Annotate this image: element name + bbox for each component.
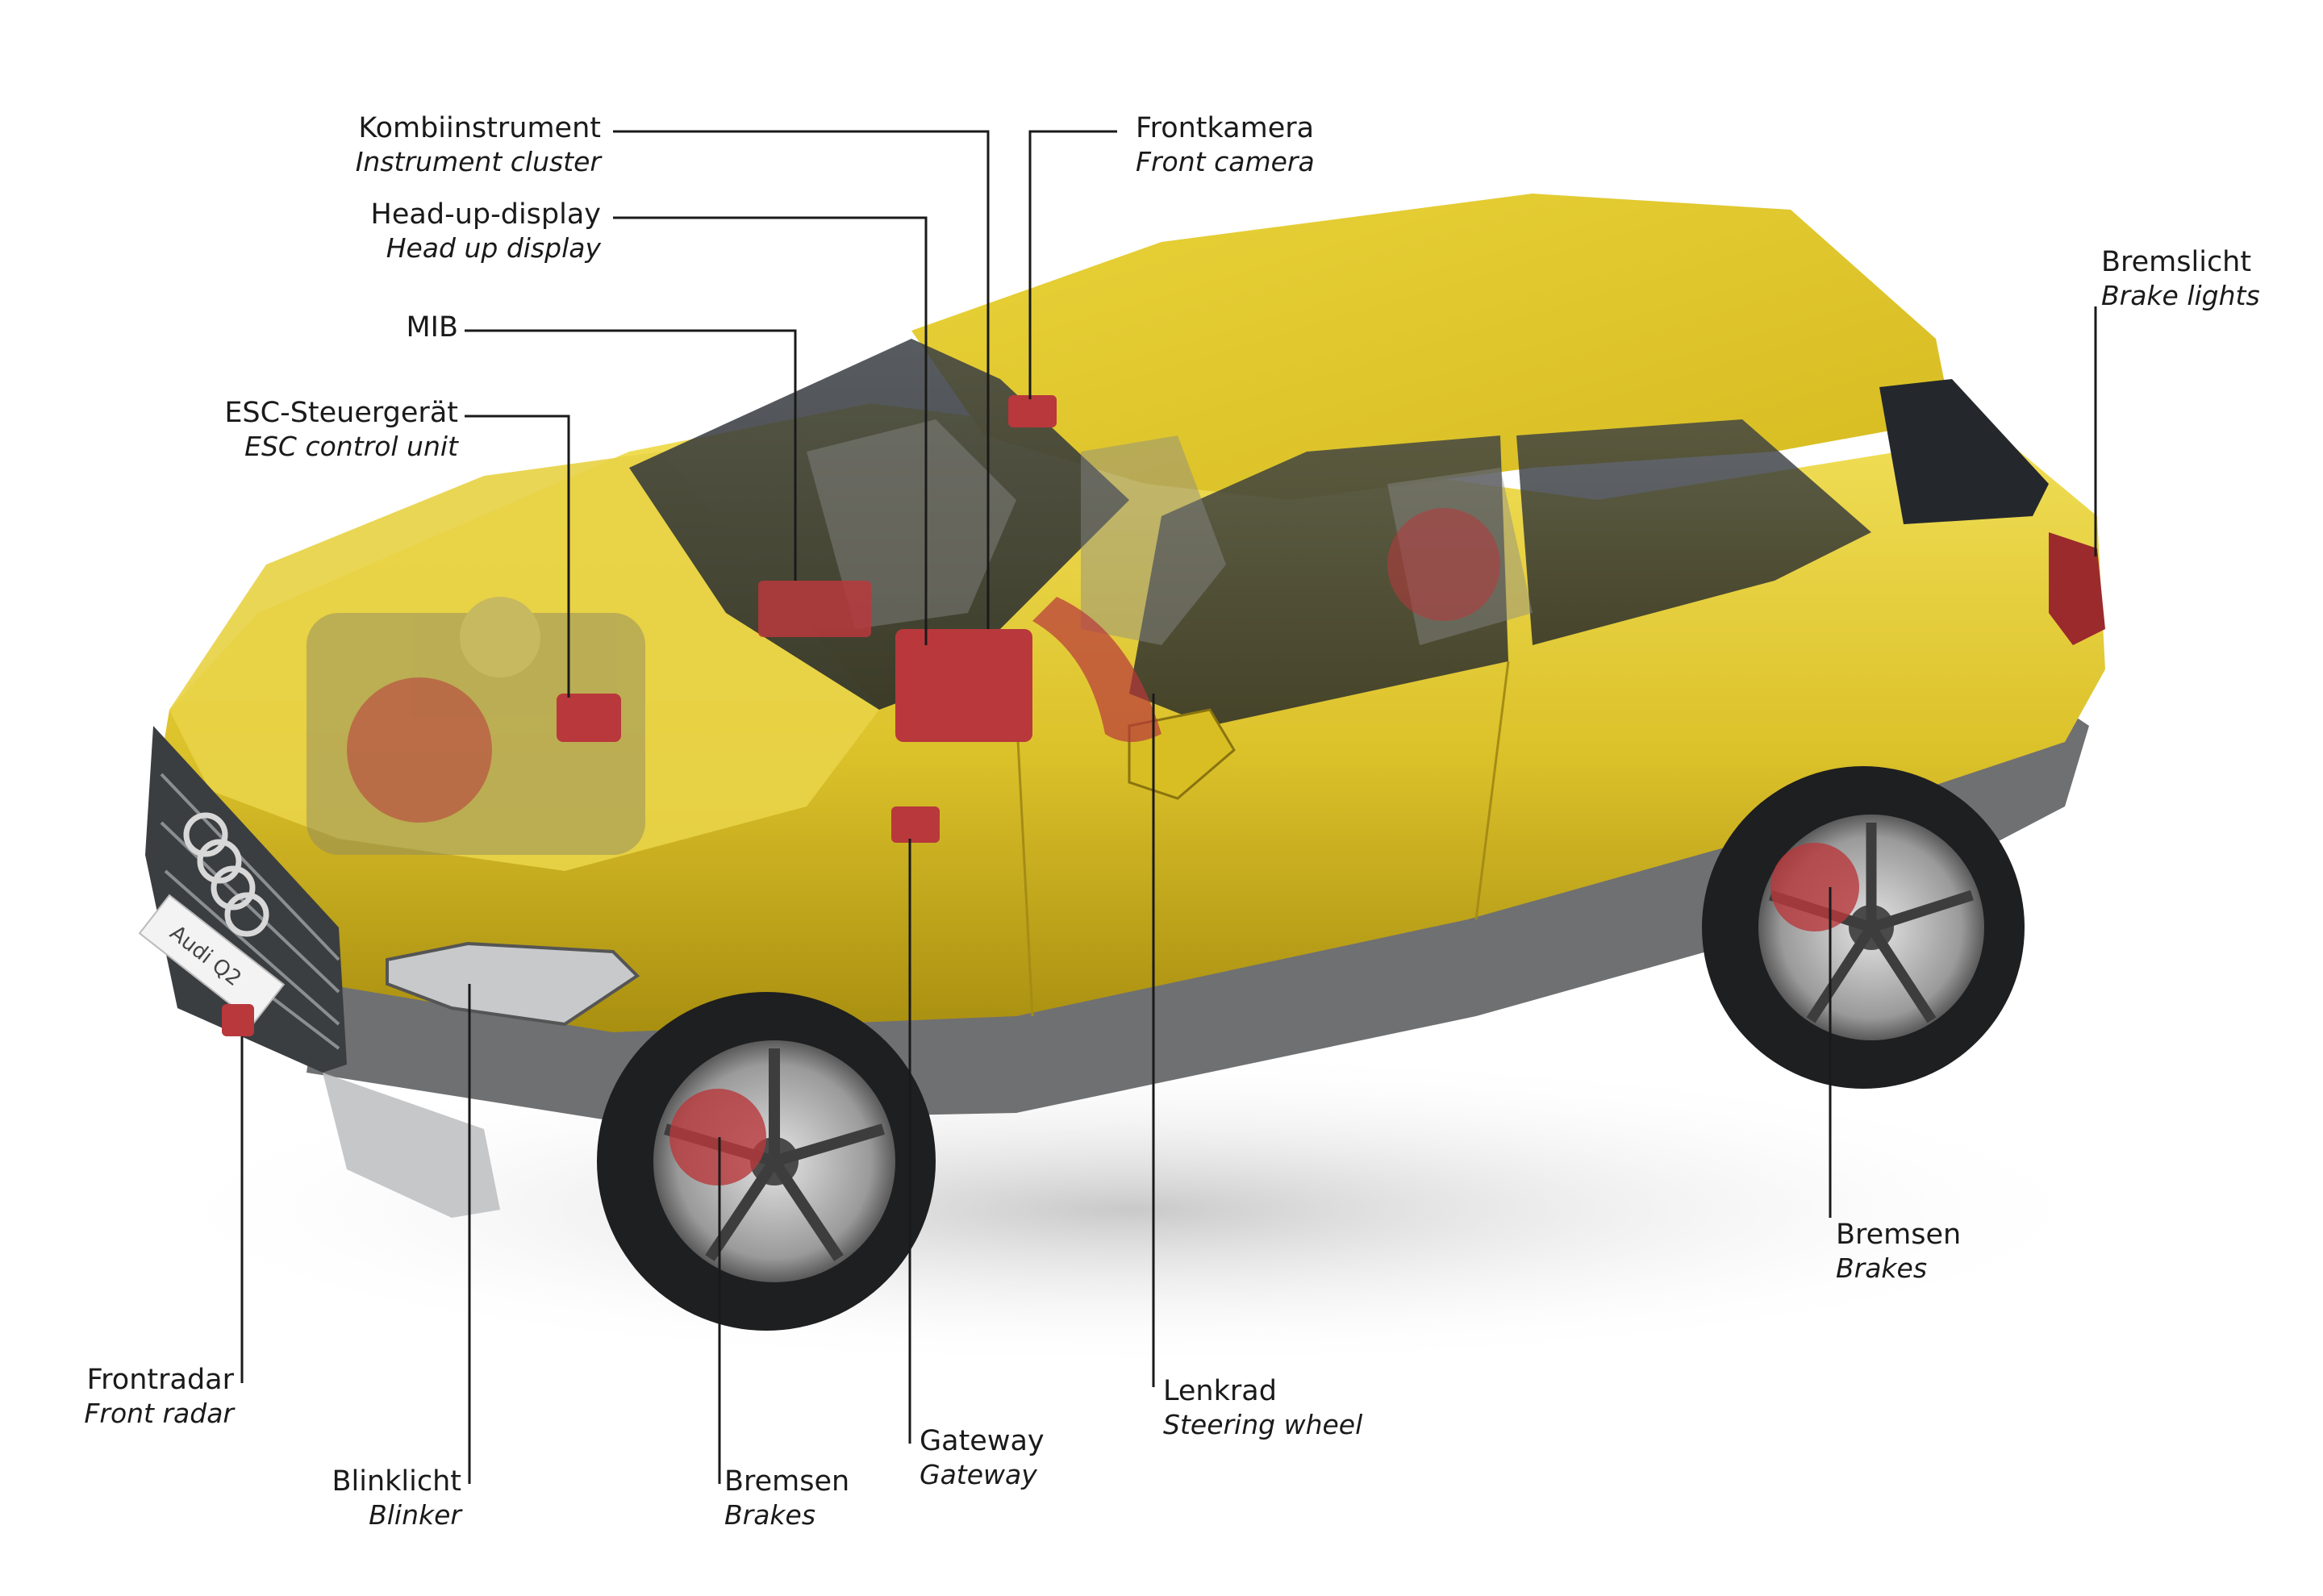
label-bremsen-front: Bremsen Brakes	[724, 1465, 849, 1531]
headlight	[386, 941, 640, 1027]
brake-disc-front-left-marker	[347, 677, 492, 823]
label-headup: Head-up-display Head up display	[371, 198, 602, 264]
label-kombiinstrument: Kombiinstrument Instrument cluster	[356, 112, 603, 177]
label-kombiinstrument-de: Kombiinstrument	[358, 112, 601, 144]
label-bremsen-rear-en: Brakes	[1836, 1252, 1927, 1284]
label-frontkamera-de: Frontkamera	[1136, 112, 1314, 144]
rear-window	[1879, 379, 2049, 524]
label-esc: ESC-Steuergerät ESC control unit	[224, 397, 459, 462]
highlighted-components	[222, 395, 1859, 1186]
label-bremslicht-de: Bremslicht	[2101, 246, 2251, 278]
label-headup-en: Head up display	[386, 232, 602, 264]
audi-rings-logo	[183, 812, 269, 937]
gateway-marker	[891, 806, 940, 843]
label-headup-de: Head-up-display	[371, 198, 601, 231]
label-bremsen-rear: Bremsen Brakes	[1836, 1219, 1961, 1284]
car-illustration: Audi Q2	[138, 194, 2105, 1331]
windshield	[629, 339, 1129, 710]
label-blinklicht-de: Blinklicht	[332, 1465, 461, 1498]
brake-caliper-rear-marker	[1770, 843, 1859, 931]
instrument-cluster-marker	[895, 629, 1032, 742]
side-window-rear	[1516, 419, 1871, 645]
ground-shadow	[121, 1048, 2137, 1371]
label-frontradar-de: Frontradar	[87, 1364, 235, 1396]
label-lenkrad: Lenkrad Steering wheel	[1163, 1375, 1362, 1440]
label-gateway: Gateway Gateway	[920, 1425, 1045, 1490]
leader-lines	[240, 130, 2097, 1484]
label-frontradar: Frontradar Front radar	[84, 1364, 236, 1429]
rear-light	[2049, 532, 2105, 645]
front-bumper	[323, 1073, 500, 1218]
label-gateway-de: Gateway	[920, 1425, 1045, 1457]
label-gateway-en: Gateway	[920, 1459, 1037, 1490]
label-esc-de: ESC-Steuergerät	[224, 397, 458, 429]
label-frontkamera-en: Front camera	[1136, 146, 1315, 177]
label-blinklicht-en: Blinker	[369, 1499, 463, 1531]
brake-caliper-front-marker	[669, 1089, 766, 1186]
label-bremsen-front-en: Brakes	[724, 1499, 815, 1531]
rear-wheel	[1702, 766, 2025, 1089]
label-lenkrad-de: Lenkrad	[1163, 1375, 1277, 1407]
label-mib-de: MIB	[406, 311, 458, 344]
esc-unit-marker	[557, 694, 621, 742]
label-frontkamera: Frontkamera Front camera	[1136, 112, 1315, 177]
mib-unit-marker	[758, 581, 871, 637]
door-lines	[1015, 660, 1510, 1017]
front-camera-marker	[1008, 395, 1057, 427]
label-frontradar-en: Front radar	[84, 1398, 236, 1429]
label-bremsen-front-de: Bremsen	[724, 1465, 849, 1498]
side-window-front	[1129, 435, 1508, 726]
label-lenkrad-en: Steering wheel	[1163, 1409, 1362, 1440]
label-esc-en: ESC control unit	[244, 431, 459, 462]
label-bremsen-rear-de: Bremsen	[1836, 1219, 1961, 1251]
front-radar-marker	[222, 1004, 254, 1036]
label-kombiinstrument-en: Instrument cluster	[356, 146, 603, 177]
brake-disc-rear-left-marker	[1387, 508, 1500, 621]
label-mib: MIB	[406, 311, 458, 344]
label-bremslicht-en: Brake lights	[2101, 280, 2260, 311]
front-wheel	[597, 992, 936, 1331]
steering-wheel-marker	[1032, 597, 1162, 742]
label-bremslicht: Bremslicht Brake lights	[2101, 246, 2260, 311]
label-blinklicht: Blinklicht Blinker	[332, 1465, 463, 1531]
